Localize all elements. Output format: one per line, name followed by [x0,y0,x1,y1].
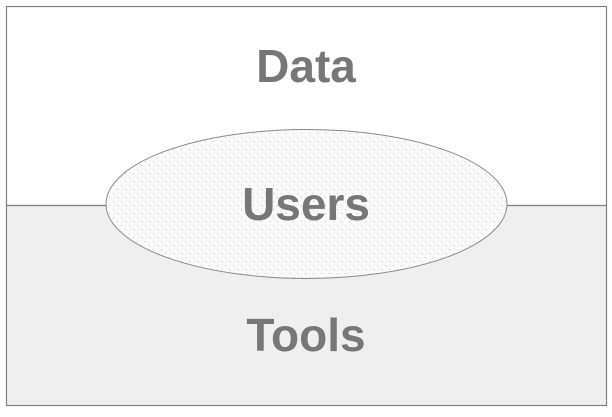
users-ellipse [105,129,508,279]
outer-border [5,5,608,407]
users-label: Users [242,178,370,230]
data-label: Data [256,40,356,92]
tools-label: Tools [246,309,366,361]
